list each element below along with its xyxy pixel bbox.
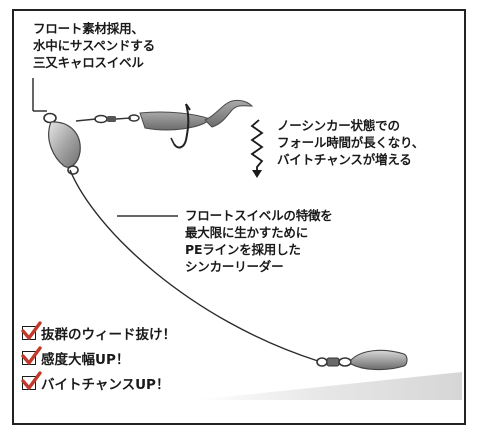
note-line: 水中にサスペンドする	[33, 38, 155, 53]
fall-time-note: ノーシンカー状態での フォール時間が長くなり、 バイトチャンスが増える	[277, 117, 424, 168]
pe-leader-note: フロートスイベルの特徴を 最大限に生かすために PEラインを採用した シンカーリ…	[185, 207, 333, 275]
hook-and-worm	[128, 99, 254, 149]
note-line: シンカーリーダー	[185, 259, 284, 274]
feature-item-bite-chance: バイトチャンスUP！	[21, 371, 170, 393]
feature-item-weed: 抜群のウィード抜け！	[21, 321, 176, 343]
diagram-frame	[12, 9, 466, 425]
lake-bottom	[195, 372, 462, 400]
feature-label: 感度大幅UP！	[41, 352, 130, 368]
note-line: フォール時間が長くなり、	[277, 135, 425, 150]
float-swivel	[43, 112, 132, 175]
note-line: フロート素材採用、	[33, 21, 144, 36]
checkmark-icon	[21, 371, 42, 390]
note-line: 三又キャロスイベル	[33, 55, 144, 70]
checkmark-icon	[21, 346, 42, 365]
sinker	[316, 349, 408, 371]
feature-label: バイトチャンスUP！	[41, 377, 170, 393]
callout-line-top	[32, 78, 47, 112]
checkmark-icon	[21, 321, 42, 340]
sinker-leader-line	[69, 169, 319, 362]
zigzag-arrow-icon	[250, 119, 264, 178]
note-line: 最大限に生かすために	[185, 225, 309, 240]
float-swivel-note: フロート素材採用、 水中にサスペンドする 三又キャロスイベル	[33, 20, 155, 71]
note-line: PEラインを採用した	[185, 242, 301, 257]
note-line: フロートスイベルの特徴を	[185, 208, 333, 223]
note-line: バイトチャンスが増える	[277, 152, 412, 167]
note-line: ノーシンカー状態での	[277, 118, 400, 133]
feature-item-sensitivity: 感度大幅UP！	[21, 346, 130, 368]
feature-label: 抜群のウィード抜け！	[41, 327, 176, 343]
